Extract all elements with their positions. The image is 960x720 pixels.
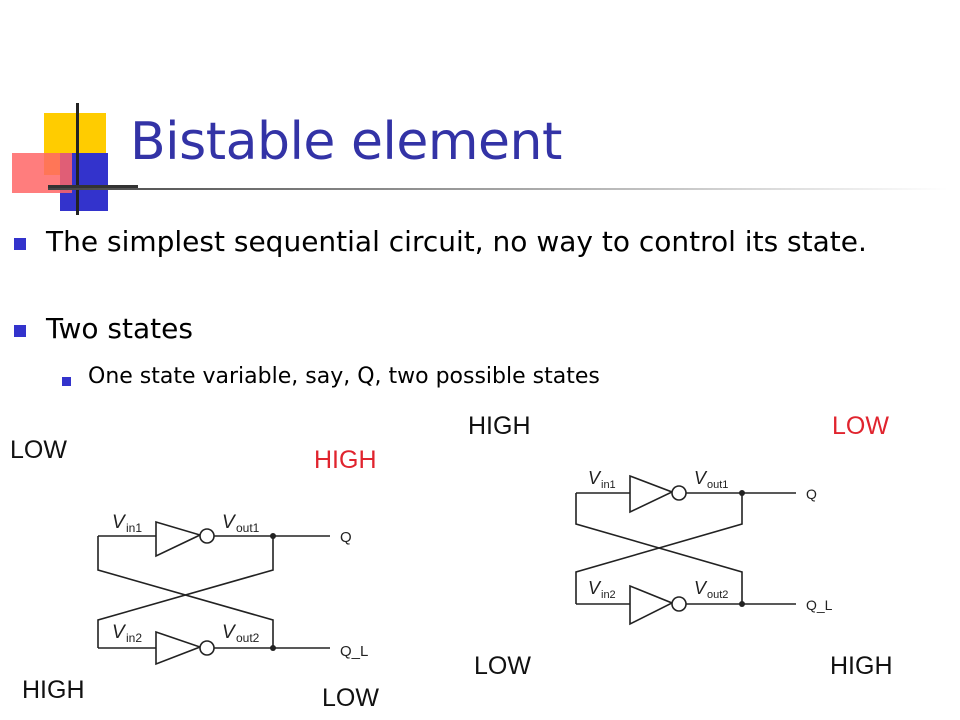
left-vin1-state-label: LOW	[10, 436, 67, 464]
q-output-label: Q	[806, 486, 817, 502]
vin2-label-v: V	[588, 578, 602, 598]
vout1-label-v: V	[222, 512, 237, 533]
vout2-label-v: V	[694, 578, 708, 598]
left-vin2-state-label: HIGH	[22, 676, 85, 704]
vin2-label-sub: in2	[601, 589, 616, 601]
right-ql-state-label: HIGH	[830, 652, 893, 680]
right-bistable-circuit: V in1 V out1 V in2 V out2 Q Q_L	[575, 468, 833, 626]
left-q-state-label: HIGH	[314, 446, 377, 474]
vout1-label-sub: out1	[707, 479, 728, 491]
title-underline	[48, 188, 948, 190]
left-ql-state-label: LOW	[322, 684, 379, 712]
vout1-label-v: V	[694, 468, 708, 488]
vin2-label-sub: in2	[126, 631, 142, 645]
vin1-label-v: V	[588, 468, 602, 488]
vin1-label-sub: in1	[601, 479, 616, 491]
vout2-label-sub: out2	[707, 589, 728, 601]
sub-bullet-text: One state variable, say, Q, two possible…	[88, 364, 600, 389]
sub-bullet-marker	[62, 377, 71, 386]
vout2-label-v: V	[222, 622, 237, 643]
right-vin1-state-label: HIGH	[468, 412, 531, 440]
vout1-label-sub: out1	[236, 521, 260, 535]
bullet-text: Two states	[46, 312, 193, 345]
decorative-squares-logo	[12, 103, 138, 215]
vin2-label-v: V	[112, 622, 127, 643]
ql-output-label: Q_L	[340, 643, 368, 660]
vout2-label-sub: out2	[236, 631, 260, 645]
left-bistable-circuit: V in1 V out1 V in2 V out2 Q Q_L	[97, 512, 368, 666]
vin1-label-v: V	[112, 512, 127, 533]
vin1-label-sub: in1	[126, 521, 142, 535]
slide-title: Bistable element	[130, 112, 562, 172]
ql-output-label: Q_L	[806, 597, 833, 613]
bullet-marker	[14, 238, 26, 250]
right-vin2-state-label: LOW	[474, 652, 531, 680]
q-output-label: Q	[340, 529, 352, 546]
right-q-state-label: LOW	[832, 412, 889, 440]
bullet-marker	[14, 325, 26, 337]
bullet-text: The simplest sequential circuit, no way …	[46, 225, 867, 258]
